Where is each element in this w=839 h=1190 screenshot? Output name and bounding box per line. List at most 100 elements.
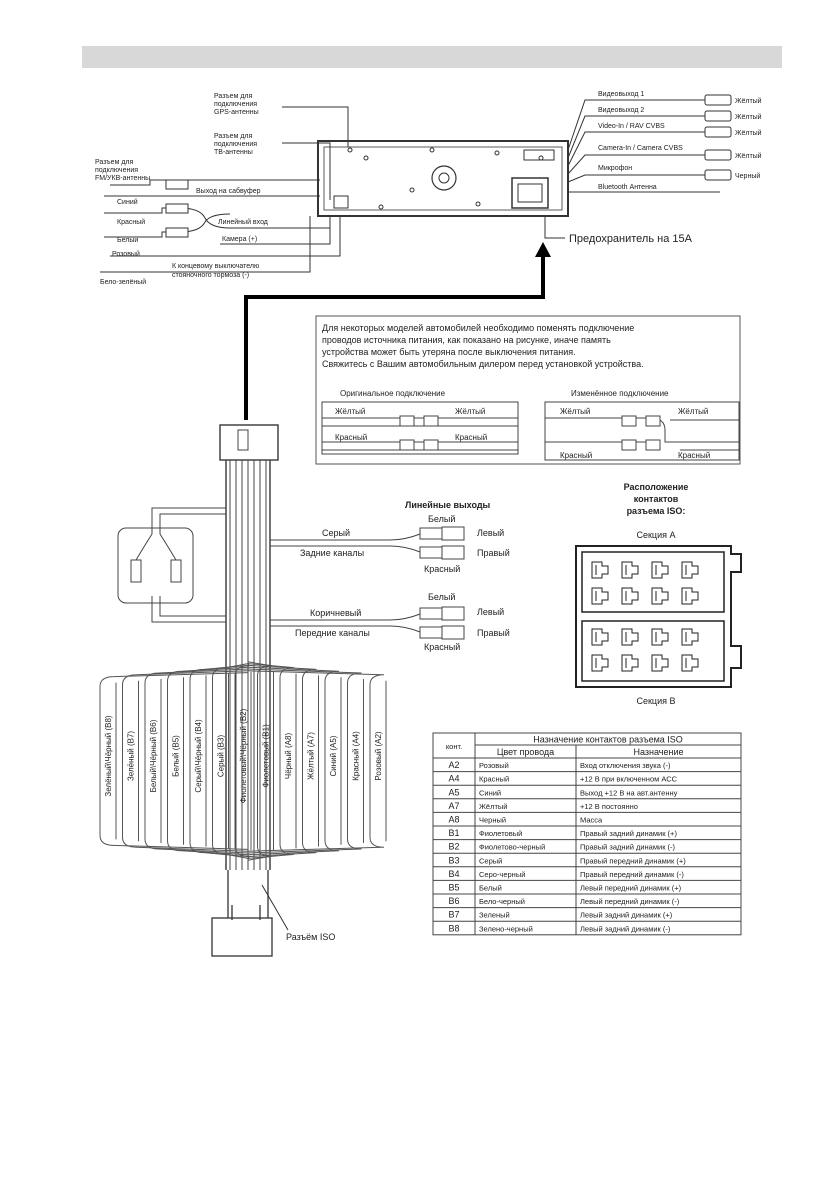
rear-right-label: Правый [477,548,510,558]
iso-pin [651,628,669,646]
black-mic-label: Черный [735,172,760,180]
harness-wire-loop [212,663,249,859]
rear-channels-label: Задние каналы [300,548,364,558]
original-connection-title: Оригинальное подключение [340,389,446,398]
harness-wire-loop [167,666,249,856]
header-band [82,46,782,68]
mod-red-right: Красный [678,451,710,460]
iso-pin [621,654,639,672]
rear-grey-label: Серый [322,528,350,538]
iso-table-purpose: Правый задний динамик (-) [580,843,676,852]
note-line-2: проводов источника питания, как показано… [322,335,611,345]
iso-table-pin: A2 [448,760,459,770]
iso-pin [621,561,639,579]
pink-wire-label: Розовый [112,250,140,258]
note-box [315,315,741,465]
modified-connection-title: Изменённое подключение [571,389,669,398]
iso-table-color: Зеленый [479,911,510,920]
harness-wire-label: Зелёный (B7) [127,731,136,781]
iso-table-purpose: Левый передний динамик (-) [580,897,680,906]
iso-table-pin: A5 [448,787,459,797]
video-out-1-label: Видеовыход 1 [598,91,644,98]
section-a-label: Секция А [636,530,675,540]
iso-pin [651,587,669,605]
iso-layout-title-3: разъема ISO: [627,506,686,516]
iso-table-color: Белый [479,884,502,893]
gps-label-3: GPS-антенны [214,109,259,116]
harness-wire-label: Чёрный (A8) [284,733,293,780]
white-green-wire-label: Бело-зелёный [100,278,146,286]
gps-label-1: Разъем для [214,93,253,100]
tv-label-3: ТВ-антенны [214,149,253,156]
front-brown-label: Коричневый [310,608,361,618]
harness-wire-loop [144,668,249,854]
iso-table-pin: A7 [448,801,459,811]
harness-wire-label: Фиолетовый (B1) [262,724,271,788]
iso-table-pin: B3 [448,855,459,865]
yellow-out-2-label: Жёлтый [735,113,762,121]
harness-wire-labels: Зелёный\Чёрный (B8)Зелёный (B7)Белый\Чёр… [104,708,383,803]
line-out-wires [270,533,421,633]
orig-red-right: Красный [455,433,487,442]
rca-plugs-left [165,179,189,238]
section-b-label: Секция В [636,696,675,706]
iso-pin [681,561,699,579]
iso-table-purpose: +12 В постоянно [580,802,638,811]
iso-layout-title-2: контактов [634,494,679,504]
iso-table-color: Черный [479,816,506,825]
iso-table-purpose: Масса [580,816,603,825]
iso-pin [591,654,609,672]
line-outputs-title: Линейные выходы [405,500,491,510]
iso-pin [681,587,699,605]
blue-wire-label: Синий [117,198,138,206]
camera-in-label: Camera-In / Camera CVBS [598,145,683,152]
parking-label-1: К концевому выключателю [172,263,259,270]
rear-red-label: Красный [424,564,460,574]
head-unit [317,140,569,217]
bluetooth-label: Bluetooth Антенна [598,184,657,191]
iso-table-pin: B1 [448,828,459,838]
iso-pin-table: Назначение контактов разъема ISO конт. Цве… [432,732,742,936]
orig-yellow-left: Жёлтый [335,407,365,416]
iso-table-color: Красный [479,775,509,784]
iso-table-col-contact: конт. [446,742,462,751]
harness-wire-loop [99,672,249,850]
iso-table-color: Розовый [479,761,509,770]
iso-table-color: Жёлтый [479,802,508,811]
harness-wire-label: Серый (B3) [217,735,226,778]
iso-table-title: Назначение контактов разъема ISO [533,735,683,745]
orig-red-left: Красный [335,433,367,442]
camera-label: Камера (+) [222,236,257,243]
harness-wire-label: Красный (A4) [352,731,361,781]
gps-label-2: подключения [214,101,257,108]
iso-pin [621,587,639,605]
iso-pins [591,561,699,672]
microphone-label: Микрофон [598,165,632,172]
note-line-1: Для некоторых моделей автомобилей необхо… [322,323,634,333]
head-left-wires [100,106,349,273]
yellow-out-3-label: Жёлтый [735,129,762,137]
iso-table-border [432,732,742,936]
iso-table-pin: B2 [448,842,459,852]
harness-wire-loop [189,664,249,858]
rear-white-label: Белый [428,514,455,524]
harness-wire-label: Жёлтый (A7) [307,732,316,780]
front-channels-label: Передние каналы [295,628,370,638]
harness-wire-label: Белый (B5) [172,735,181,777]
iso-connector-label: Разъём ISO [286,932,335,942]
iso-table-pin: A4 [448,774,459,784]
rca-loop [117,507,226,623]
subwoofer-label: Выход на сабвуфер [196,187,261,195]
connection-arrow-head [535,242,551,257]
front-left-label: Левый [477,607,504,617]
iso-table-purpose: Правый передний динамик (-) [580,870,684,879]
line-in-label: Линейный вход [218,218,268,226]
iso-table-pin: B6 [448,896,459,906]
iso-table-pin: B7 [448,910,459,920]
harness-wire-label: Синий (A5) [329,735,338,776]
iso-table-color: Серый [479,856,502,865]
mod-yellow-left: Жёлтый [560,407,590,416]
fuse-label: Предохранитель на 15А [569,233,693,245]
harness-wire-loop [247,670,385,852]
iso-table-col-color: Цвет провода [497,747,554,757]
